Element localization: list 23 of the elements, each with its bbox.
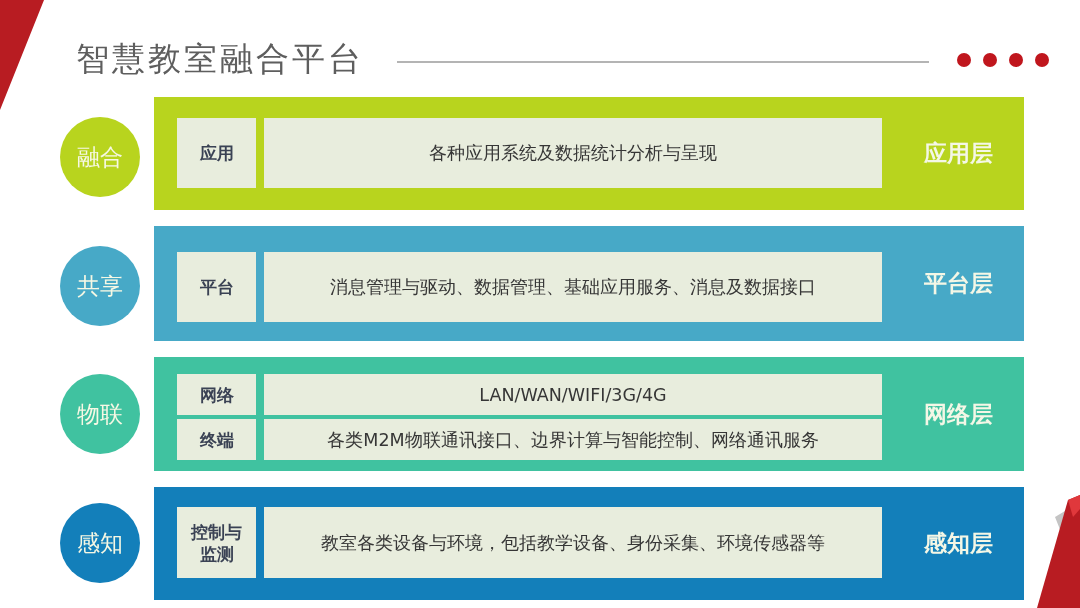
category-box: 应用 xyxy=(177,118,256,188)
layer-band xyxy=(154,487,1024,600)
category-box: 控制与监测 xyxy=(177,507,256,578)
category-circle: 融合 xyxy=(60,117,140,197)
category-circle: 物联 xyxy=(60,374,140,454)
category-circle: 感知 xyxy=(60,503,140,583)
description-box: 教室各类设备与环境，包括教学设备、身份采集、环境传感器等 xyxy=(264,507,882,578)
category-box: 终端 xyxy=(177,419,256,460)
layer-band xyxy=(154,226,1024,341)
description-box: 消息管理与驱动、数据管理、基础应用服务、消息及数据接口 xyxy=(264,252,882,322)
description-box: LAN/WAN/WIFI/3G/4G xyxy=(264,374,882,415)
category-box: 网络 xyxy=(177,374,256,415)
category-circle: 共享 xyxy=(60,246,140,326)
slide-title: 智慧教室融合平台 xyxy=(76,38,364,80)
layer-band xyxy=(154,357,1024,471)
layer-label: 应用层 xyxy=(922,139,994,168)
layer-label: 网络层 xyxy=(922,400,994,429)
category-box: 平台 xyxy=(177,252,256,322)
layer-label: 平台层 xyxy=(922,269,994,298)
layer-label: 感知层 xyxy=(922,529,994,558)
layer-band xyxy=(154,97,1024,210)
description-box: 各类M2M物联通讯接口、边界计算与智能控制、网络通讯服务 xyxy=(264,419,882,460)
description-box: 各种应用系统及数据统计分析与呈现 xyxy=(264,118,882,188)
